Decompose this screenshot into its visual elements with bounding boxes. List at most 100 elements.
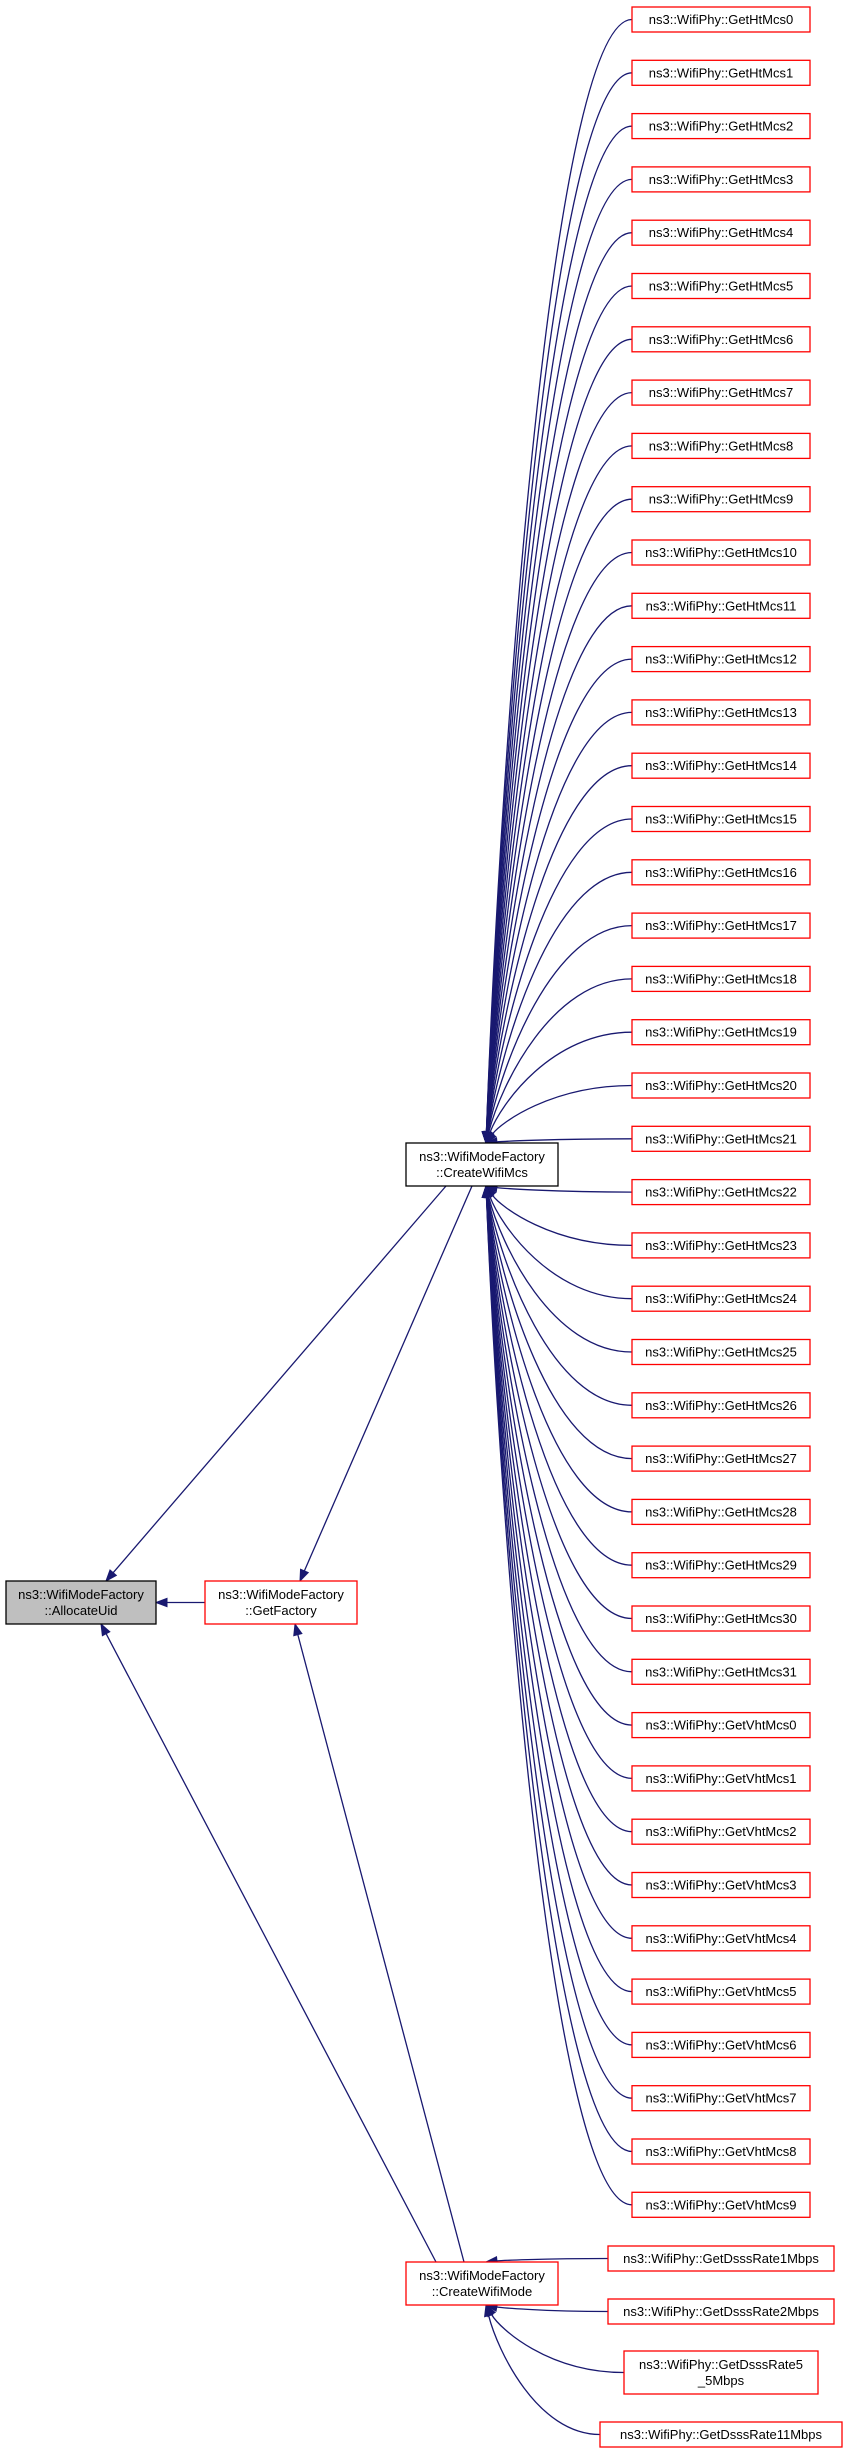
node-label: ns3::WifiPhy::GetHtMcs3 [649, 172, 793, 187]
node-box [405, 1142, 559, 1187]
node-vht1[interactable]: ns3::WifiPhy::GetVhtMcs1 [631, 1765, 811, 1792]
node-vht5[interactable]: ns3::WifiPhy::GetVhtMcs5 [631, 1978, 811, 2005]
node-box [631, 1658, 811, 1685]
edge-ht9-to-createwifimcs [486, 498, 633, 1133]
node-ht7[interactable]: ns3::WifiPhy::GetHtMcs7 [631, 379, 811, 406]
node-ht9[interactable]: ns3::WifiPhy::GetHtMcs9 [631, 486, 811, 513]
node-box [631, 1445, 811, 1472]
edge-ht28-to-createwifimcs [486, 1196, 633, 1513]
node-label: ::AllocateUid [45, 1603, 118, 1618]
node-ht28[interactable]: ns3::WifiPhy::GetHtMcs28 [631, 1498, 811, 1526]
node-label: ns3::WifiPhy::GetHtMcs9 [649, 492, 793, 507]
node-box [631, 1978, 811, 2005]
node-box [405, 2261, 559, 2306]
node-ht29[interactable]: ns3::WifiPhy::GetHtMcs29 [631, 1552, 811, 1579]
node-ht30[interactable]: ns3::WifiPhy::GetHtMcs30 [631, 1605, 811, 1632]
node-label: ns3::WifiPhy::GetHtMcs27 [645, 1451, 797, 1466]
node-label: ns3::WifiPhy::GetHtMcs22 [645, 1185, 797, 1200]
node-ht19[interactable]: ns3::WifiPhy::GetHtMcs19 [631, 1019, 811, 1046]
node-ht27[interactable]: ns3::WifiPhy::GetHtMcs27 [631, 1445, 811, 1472]
edge-ht5-to-createwifimcs [485, 285, 633, 1133]
node-ht11[interactable]: ns3::WifiPhy::GetHtMcs11 [631, 592, 811, 619]
edge-arrowhead-createwifimode-to-allocateuid [100, 1622, 111, 1637]
node-vht7[interactable]: ns3::WifiPhy::GetVhtMcs7 [631, 2085, 811, 2112]
node-vht3[interactable]: ns3::WifiPhy::GetVhtMcs3 [631, 1871, 811, 1899]
edge-ht27-to-createwifimcs [487, 1196, 633, 1460]
node-ht26[interactable]: ns3::WifiPhy::GetHtMcs26 [631, 1392, 811, 1419]
node-label: ns3::WifiPhy::GetHtMcs2 [649, 119, 793, 134]
node-createwifimcs[interactable]: ns3::WifiModeFactory::CreateWifiMcs [405, 1142, 559, 1187]
node-ht2[interactable]: ns3::WifiPhy::GetHtMcs2 [631, 112, 811, 140]
node-vht4[interactable]: ns3::WifiPhy::GetVhtMcs4 [631, 1925, 811, 1952]
node-ht3[interactable]: ns3::WifiPhy::GetHtMcs3 [631, 166, 811, 193]
edge-ht22-to-createwifimcs [496, 1186, 633, 1193]
node-ht24[interactable]: ns3::WifiPhy::GetHtMcs24 [631, 1285, 811, 1312]
edge-createwifimcs-to-getfactory [303, 1185, 473, 1572]
node-box [631, 1711, 811, 1739]
node-ht16[interactable]: ns3::WifiPhy::GetHtMcs16 [631, 859, 811, 886]
node-ht25[interactable]: ns3::WifiPhy::GetHtMcs25 [631, 1338, 811, 1366]
node-ht31[interactable]: ns3::WifiPhy::GetHtMcs31 [631, 1658, 811, 1685]
node-ht18[interactable]: ns3::WifiPhy::GetHtMcs18 [631, 965, 811, 993]
node-ht12[interactable]: ns3::WifiPhy::GetHtMcs12 [631, 645, 811, 673]
node-box [5, 1580, 157, 1625]
node-ht1[interactable]: ns3::WifiPhy::GetHtMcs1 [631, 59, 811, 86]
node-vht8[interactable]: ns3::WifiPhy::GetVhtMcs8 [631, 2138, 811, 2165]
node-ht4[interactable]: ns3::WifiPhy::GetHtMcs4 [631, 219, 811, 246]
node-ht15[interactable]: ns3::WifiPhy::GetHtMcs15 [631, 805, 811, 833]
edge-ht26-to-createwifimcs [487, 1196, 633, 1406]
edge-vht5-to-createwifimcs [485, 1196, 633, 1993]
node-createwifimode[interactable]: ns3::WifiModeFactory::CreateWifiMode [405, 2261, 559, 2306]
node-vht6[interactable]: ns3::WifiPhy::GetVhtMcs6 [631, 2031, 811, 2059]
node-ht6[interactable]: ns3::WifiPhy::GetHtMcs6 [631, 326, 811, 353]
node-box [631, 1178, 811, 1206]
node-vht2[interactable]: ns3::WifiPhy::GetVhtMcs2 [631, 1818, 811, 1845]
edge-ht19-to-createwifimcs [489, 1031, 633, 1133]
node-getfactory[interactable]: ns3::WifiModeFactory::GetFactory [204, 1580, 358, 1625]
edge-ht10-to-createwifimcs [486, 551, 633, 1133]
node-label: ns3::WifiPhy::GetVhtMcs0 [646, 1718, 797, 1733]
node-ht17[interactable]: ns3::WifiPhy::GetHtMcs17 [631, 912, 811, 939]
node-label: ns3::WifiPhy::GetHtMcs28 [645, 1504, 797, 1519]
edge-ht17-to-createwifimcs [487, 924, 633, 1133]
node-vht9[interactable]: ns3::WifiPhy::GetVhtMcs9 [631, 2191, 811, 2218]
node-ht23[interactable]: ns3::WifiPhy::GetHtMcs23 [631, 1232, 811, 1259]
node-ht21[interactable]: ns3::WifiPhy::GetHtMcs21 [631, 1125, 811, 1152]
node-box [631, 432, 811, 460]
edge-ht7-to-createwifimcs [485, 391, 633, 1133]
node-label: ns3::WifiPhy::GetHtMcs7 [649, 385, 793, 400]
node-label: ns3::WifiPhy::GetDsssRate11Mbps [620, 2427, 823, 2442]
node-dsss2[interactable]: ns3::WifiPhy::GetDsssRate2Mbps [607, 2298, 835, 2325]
focus-node-allocateuid: ns3::WifiModeFactory::AllocateUid [5, 1580, 157, 1625]
edge-vht2-to-createwifimcs [486, 1196, 633, 1833]
node-label: ns3::WifiPhy::GetHtMcs11 [646, 598, 797, 613]
node-label: ns3::WifiPhy::GetHtMcs26 [645, 1398, 797, 1413]
edge-ht16-to-createwifimcs [487, 871, 633, 1133]
node-ht0[interactable]: ns3::WifiPhy::GetHtMcs0 [631, 6, 811, 33]
node-ht10[interactable]: ns3::WifiPhy::GetHtMcs10 [631, 539, 811, 566]
node-box [631, 1392, 811, 1419]
node-ht22[interactable]: ns3::WifiPhy::GetHtMcs22 [631, 1178, 811, 1206]
node-box [204, 1580, 358, 1625]
node-label: ns3::WifiPhy::GetVhtMcs5 [646, 1984, 797, 1999]
node-ht13[interactable]: ns3::WifiPhy::GetHtMcs13 [631, 699, 811, 726]
node-box [631, 645, 811, 673]
edge-ht29-to-createwifimcs [486, 1196, 633, 1566]
node-label: ns3::WifiModeFactory [419, 2268, 545, 2283]
node-dsss1[interactable]: ns3::WifiPhy::GetDsssRate1Mbps [607, 2245, 835, 2272]
node-ht20[interactable]: ns3::WifiPhy::GetHtMcs20 [631, 1072, 811, 1099]
edge-ht8-to-createwifimcs [486, 445, 633, 1133]
node-ht14[interactable]: ns3::WifiPhy::GetHtMcs14 [631, 752, 811, 779]
node-ht5[interactable]: ns3::WifiPhy::GetHtMcs5 [631, 272, 811, 300]
node-label: ns3::WifiPhy::GetHtMcs15 [645, 812, 797, 827]
node-ht8[interactable]: ns3::WifiPhy::GetHtMcs8 [631, 432, 811, 460]
node-dsss55[interactable]: ns3::WifiPhy::GetDsssRate5_5Mbps [623, 2350, 819, 2395]
node-label: ns3::WifiPhy::GetHtMcs12 [645, 652, 797, 667]
node-label: ns3::WifiPhy::GetHtMcs21 [645, 1131, 797, 1146]
node-box [631, 6, 811, 33]
node-vht0[interactable]: ns3::WifiPhy::GetVhtMcs0 [631, 1711, 811, 1739]
node-label: ::GetFactory [245, 1603, 317, 1618]
node-box [631, 912, 811, 939]
node-dsss11[interactable]: ns3::WifiPhy::GetDsssRate11Mbps [599, 2421, 843, 2448]
